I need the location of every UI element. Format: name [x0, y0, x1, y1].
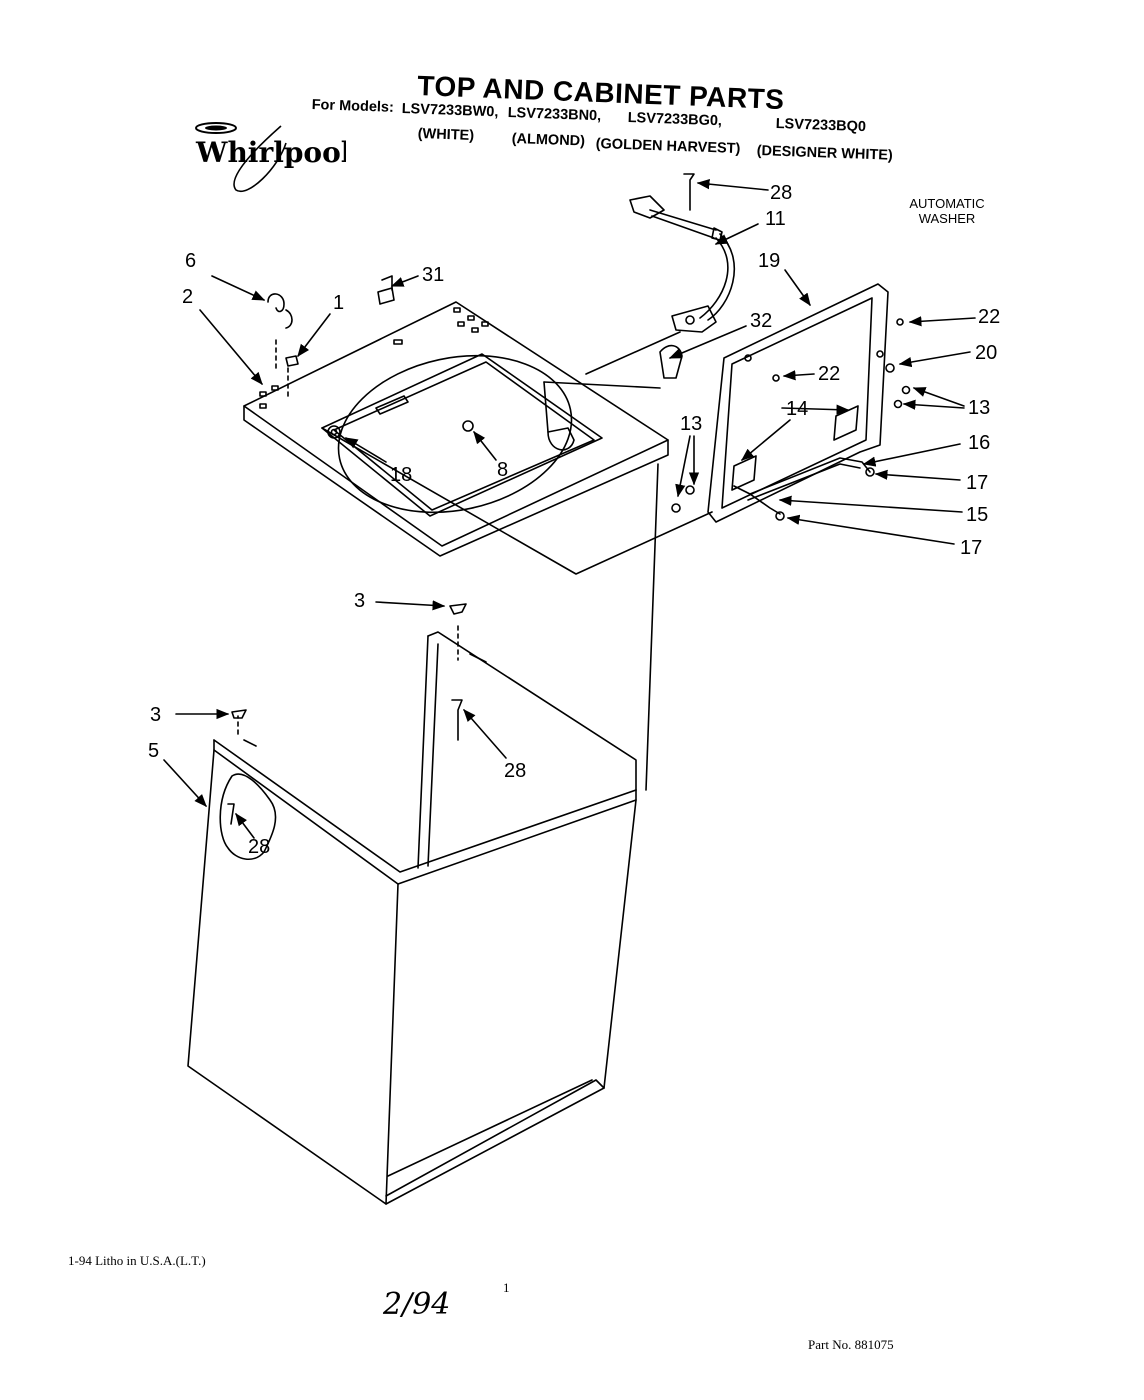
callout-20: 20	[975, 342, 998, 364]
leader-lines	[163, 179, 976, 839]
part-number: Part No. 881075	[808, 1337, 894, 1352]
top-panel	[243, 301, 669, 557]
callout-3-left: 3	[150, 704, 162, 726]
callout-28-top: 28	[770, 182, 793, 204]
callout-32: 32	[750, 310, 773, 332]
callout-1: 1	[333, 292, 345, 314]
cabinet	[187, 603, 637, 1205]
callout-22-right: 22	[978, 306, 1001, 328]
callout-8: 8	[497, 459, 509, 481]
callout-13-right: 13	[968, 397, 991, 419]
callout-28-low: 28	[248, 836, 271, 858]
callout-16: 16	[968, 432, 991, 454]
callout-6: 6	[185, 250, 197, 272]
callout-17-upper: 17	[966, 472, 989, 494]
callout-14: 14	[786, 398, 809, 420]
product-type-line2: WASHER	[918, 211, 976, 226]
callout-22-mid: 22	[818, 363, 841, 385]
callout-17-lower: 17	[960, 537, 983, 559]
page-number: 1	[503, 1280, 510, 1295]
callout-5: 5	[148, 740, 160, 762]
callout-13-left: 13	[680, 413, 703, 435]
lid	[671, 283, 911, 523]
callout-11: 11	[765, 208, 786, 230]
whirlpool-logo: Whirlpool	[195, 122, 346, 193]
product-type-line1: AUTOMATIC	[909, 196, 985, 211]
callout-2: 2	[182, 286, 194, 308]
svg-text:Whirlpool: Whirlpool	[195, 136, 346, 169]
callout-31: 31	[422, 264, 445, 286]
litho-note: 1-94 Litho in U.S.A.(L.T.)	[68, 1253, 206, 1268]
callout-3-upper: 3	[354, 590, 366, 612]
callout-18: 18	[390, 464, 413, 486]
callout-15: 15	[966, 504, 989, 526]
callout-19: 19	[758, 250, 781, 272]
handwritten-date: 2/94	[383, 1287, 451, 1322]
callout-28-mid: 28	[504, 760, 527, 782]
